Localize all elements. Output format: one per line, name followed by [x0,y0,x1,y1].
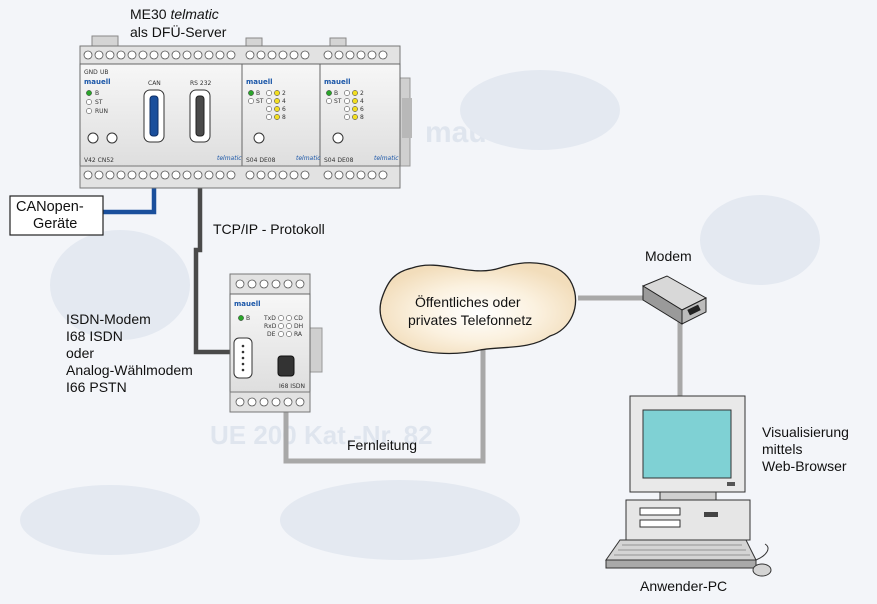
module1-led-b [86,90,92,96]
module2-num-8: 8 [282,114,286,121]
module1-rotary-switch-2 [106,132,118,144]
can-connector [149,95,159,137]
isdn-label-ra: RA [294,331,303,338]
rs232-connector [195,95,205,137]
module3-led-b [326,90,332,96]
canopen-box [9,195,104,236]
isdn-label-rxd: RxD [264,323,277,330]
isdn-label-dh: DH [294,323,303,330]
isdn-model: I68 ISDN [279,383,305,390]
isdn-label-b: B [246,315,250,322]
server-subtitle: als DFÜ-Server [130,24,227,40]
module1-label-st: ST [95,99,103,106]
server-rack: GND UB mauell B ST RUN V42 CN52 CAN RS 2… [79,35,412,189]
module3-label-st: ST [334,98,342,105]
module3-num-4: 4 [360,98,364,105]
module2-num-2: 2 [282,90,286,97]
module1-rotary-switch-1 [87,132,99,144]
module3-num-8: 8 [360,114,364,121]
fernleitung-label: Fernleitung [347,437,418,453]
port-rs232-label: RS 232 [190,80,212,87]
pc-label: Anwender-PC [640,578,728,594]
module2-num-6: 6 [282,106,286,113]
isdn-label-3: oder [66,345,95,361]
module1-led-run [86,108,92,114]
module1-gnd: GND [84,69,98,76]
modem-device [641,275,708,325]
server-title: ME30 telmatic [130,6,219,23]
module1-model: V42 CN52 [84,157,114,164]
isdn-led-b [238,315,244,321]
background-texture [20,70,820,560]
module3-telmatic: telmatic [374,155,399,162]
isdn-label-txd: TxD [263,315,276,322]
module1-label-b: B [95,90,99,97]
visual-label-3: Web-Browser [762,458,847,474]
module3-num-2: 2 [360,90,364,97]
module3-rotary-switch [332,132,344,144]
isdn-label-2: I68 ISDN [66,328,123,344]
cloud-label-1: Öffentliches oder [415,294,521,310]
module3-led-st [326,98,332,104]
module2-brand: mauell [246,78,273,86]
module2-led-b [248,90,254,96]
module2-label-st: ST [256,98,264,105]
isdn-label-5: I66 PSTN [66,379,127,395]
module2-rotary-switch [253,132,265,144]
module2-model: S04 DE08 [246,157,276,164]
tcp-cable [193,100,240,355]
visual-label-1: Visualisierung [762,424,849,440]
protocol-label: TCP/IP - Protokoll [213,221,325,237]
module2-telmatic: telmatic [296,155,321,162]
isdn-label-1: ISDN-Modem [66,311,151,327]
user-pc [605,395,772,577]
module2-label-b: B [256,90,260,97]
module1-label-run: RUN [95,108,108,115]
module3-brand: mauell [324,78,351,86]
server-title-italic: telmatic [170,6,219,22]
module1-ub: UB [100,69,109,76]
module1-brand: mauell [84,78,111,86]
module2-num-4: 4 [282,98,286,105]
phone-lines [283,295,683,464]
module3-model: S04 DE08 [324,157,354,164]
monitor-screen [642,409,732,479]
visual-label-2: mittels [762,441,803,457]
isdn-label-cd: CD [294,315,303,322]
port-can-label: CAN [148,80,161,87]
canopen-label-2: Geräte [33,216,78,232]
module3-label-b: B [334,90,338,97]
telephone-network-cloud [379,262,577,355]
canopen-label-1: CANopen- [16,199,84,215]
isdn-label-4: Analog-Wählmodem [66,362,193,378]
isdn-label-de: DE [267,331,276,338]
module1-telmatic: telmatic [217,155,242,162]
module2-led-st [248,98,254,104]
isdn-line-port [277,355,295,377]
mouse [752,563,772,577]
module3-num-6: 6 [360,106,364,113]
watermark-code: UE 200 Kat.-Nr. 82 [210,420,433,450]
module1-led-st [86,99,92,105]
isdn-device: mauell B TxD RxD DE CD DH RA I68 ISDN [229,273,323,413]
isdn-brand: mauell [234,300,261,308]
cloud-label-2: privates Telefonnetz [408,312,533,328]
modem-label: Modem [645,248,692,264]
server-title-prefix: ME30 [130,6,167,22]
